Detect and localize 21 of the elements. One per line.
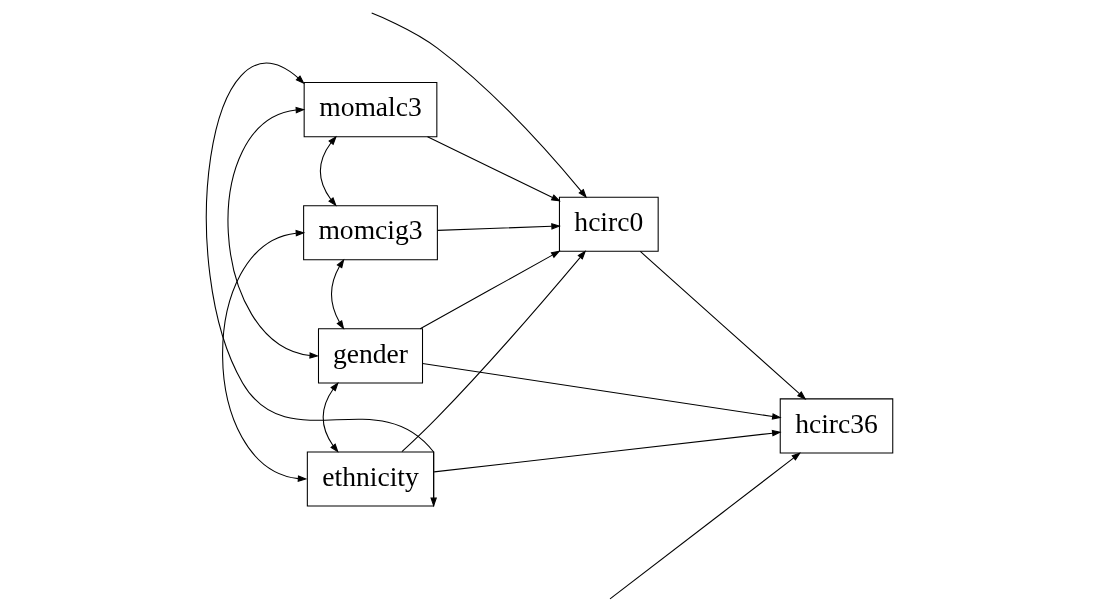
arrow (221, 229, 307, 482)
arrow (227, 106, 319, 359)
arrow (419, 250, 561, 330)
arrow (609, 452, 801, 600)
arrow (639, 250, 806, 400)
arrow (322, 381, 339, 453)
node-box: hcirc36 (779, 398, 893, 454)
arrow (330, 258, 344, 330)
arrow (370, 12, 587, 199)
arrow (433, 429, 782, 473)
node-box: ethnicity (306, 451, 434, 507)
arrow (421, 363, 782, 420)
arrow (436, 222, 561, 231)
node-box: hcirc0 (558, 196, 659, 252)
arrow (426, 136, 561, 202)
arrow (400, 250, 586, 453)
node-box: momcig3 (302, 205, 438, 261)
node-box: momalc3 (303, 82, 437, 138)
node-box: gender (317, 328, 423, 384)
arrow (205, 64, 437, 508)
arrow (319, 135, 337, 207)
